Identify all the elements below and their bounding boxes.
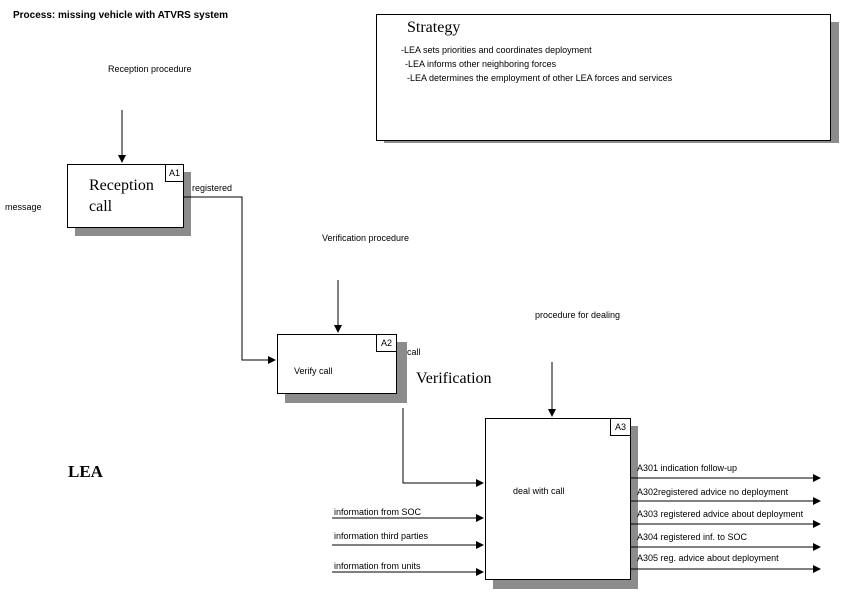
diagram-title: Process: missing vehicle with ATVRS syst… — [13, 10, 229, 21]
a3-tag: A3 — [610, 419, 630, 436]
output-label: A303 registered advice about deployment — [637, 509, 804, 519]
reception-procedure-label: Reception procedure — [108, 64, 192, 74]
verification-procedure-label: Verification procedure — [322, 233, 410, 243]
message-label: message — [5, 202, 42, 212]
output-label: A301 indication follow-up — [637, 463, 738, 473]
a2-tag: A2 — [376, 335, 396, 352]
a1-label-line1: Reception — [89, 177, 154, 194]
call-label: call — [407, 347, 421, 357]
verification-label: Verification — [416, 370, 492, 387]
registered-label: registered — [192, 183, 233, 193]
registered-arrow — [184, 196, 276, 364]
strategy-item: -LEA determines the employment of other … — [407, 73, 673, 83]
input-label: information from units — [334, 561, 421, 571]
input-label: information from SOC — [334, 507, 422, 517]
output-label: A304 registered inf. to SOC — [637, 532, 748, 542]
activity-box-a1: Reception call A1 — [67, 164, 184, 228]
call-arrow — [402, 408, 484, 487]
a3-label: deal with call — [513, 486, 565, 496]
strategy-box: Strategy -LEA sets priorities and coordi… — [376, 14, 831, 141]
output-label: A302registered advice no deployment — [637, 487, 789, 497]
strategy-item: -LEA informs other neighboring forces — [405, 59, 557, 69]
output-label: A305 reg. advice about deployment — [637, 553, 779, 563]
strategy-heading: Strategy — [407, 19, 461, 36]
activity-box-a2: Verify call A2 — [277, 334, 397, 394]
lea-label: LEA — [68, 462, 103, 481]
a2-label: Verify call — [294, 366, 333, 376]
a1-tag: A1 — [165, 165, 183, 182]
procedure-for-dealing-label: procedure for dealing — [535, 310, 621, 320]
input-label: information third parties — [334, 531, 429, 541]
activity-box-a3: deal with call A3 — [485, 418, 631, 580]
a1-label-line2: call — [89, 198, 113, 215]
strategy-item: -LEA sets priorities and coordinates dep… — [401, 45, 592, 55]
